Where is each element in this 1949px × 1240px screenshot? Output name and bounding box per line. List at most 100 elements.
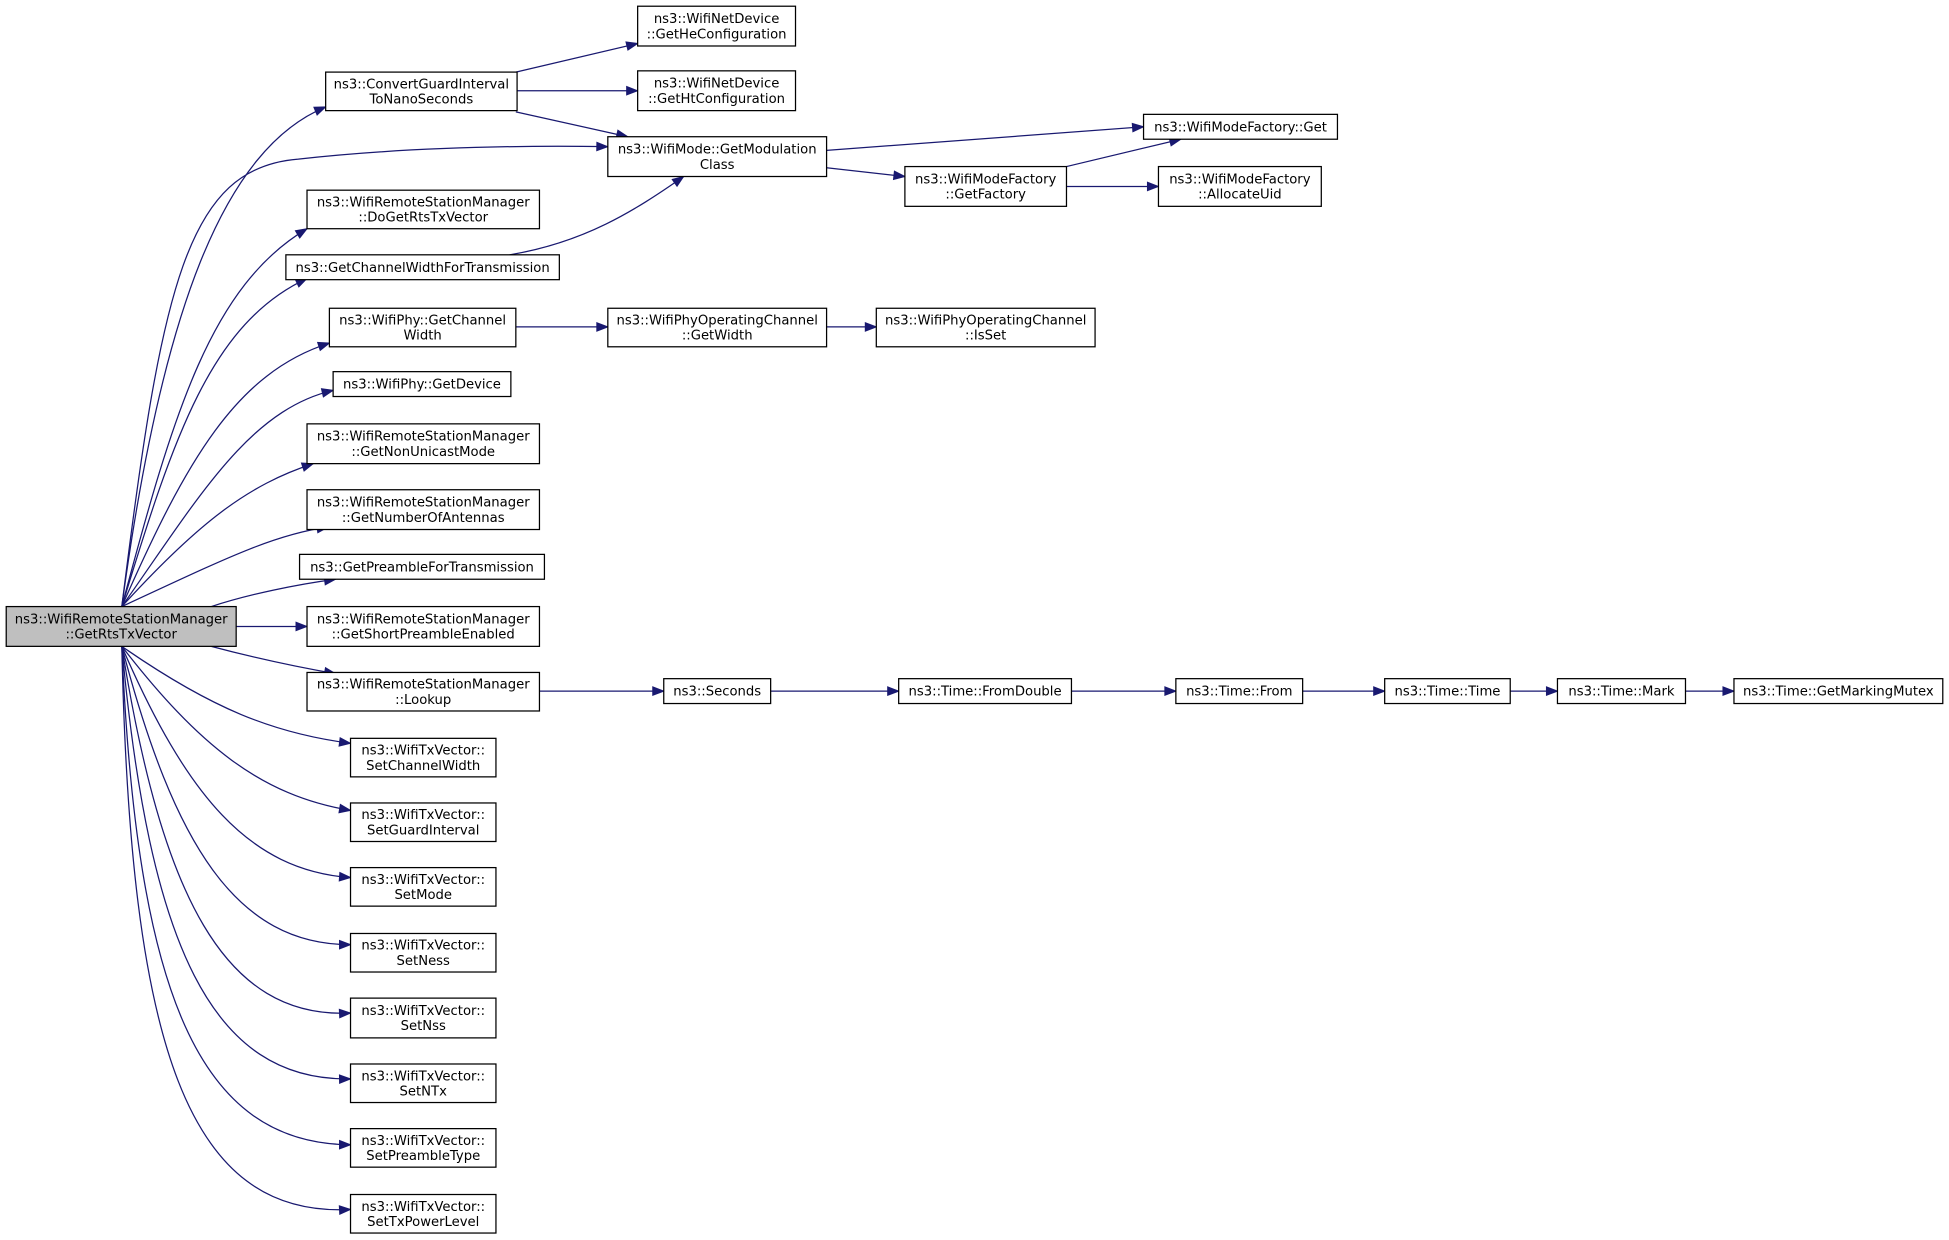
function-node-opchanisset[interactable]: ns3::WifiPhyOperatingChannel::IsSet: [875, 307, 1096, 348]
node-label: ns3::Time::GetMarkingMutex: [1743, 685, 1934, 700]
function-node-getchanwidthtx[interactable]: ns3::GetChannelWidthForTransmission: [285, 254, 560, 281]
arrowhead-icon: [295, 621, 309, 632]
call-edge-timetime-to-timemark: [1510, 686, 1559, 697]
arrowhead-icon: [1164, 686, 1178, 697]
node-label: ns3::Time::Time: [1394, 685, 1500, 700]
node-label: SetNess: [397, 954, 451, 969]
arrowhead-icon: [339, 939, 352, 950]
call-edge-root-to-setness: [121, 646, 352, 950]
call-edge-root-to-setntx: [121, 646, 352, 1085]
node-label: ::Lookup: [395, 693, 451, 708]
edge-line: [515, 42, 638, 73]
function-node-allocuid[interactable]: ns3::WifiModeFactory::AllocateUid: [1157, 165, 1322, 207]
call-edge-convertgi-to-gethtconf: [517, 85, 640, 96]
node-label: ns3::WifiRemoteStationManager: [317, 678, 530, 693]
node-label: ::IsSet: [965, 329, 1006, 344]
node-box: [349, 1193, 497, 1234]
node-label: ns3::WifiTxVector::: [361, 873, 485, 888]
call-edge-getfactory-to-factoryget: [1066, 137, 1183, 168]
function-node-lookup[interactable]: ns3::WifiRemoteStationManager::Lookup: [306, 671, 541, 712]
node-label: ns3::WifiModeFactory: [1169, 172, 1311, 187]
function-node-dogetrts[interactable]: ns3::WifiRemoteStationManager::DoGetRtsT…: [306, 189, 541, 230]
node-label: ns3::WifiPhyOperatingChannel: [885, 314, 1086, 329]
node-label: ns3::WifiTxVector::: [361, 939, 485, 954]
edge-line: [826, 126, 1144, 152]
node-label: SetGuardInterval: [367, 823, 479, 838]
function-node-setness[interactable]: ns3::WifiTxVector::SetNess: [349, 932, 497, 973]
function-node-gethtconf[interactable]: ns3::WifiNetDevice::GetHtConfiguration: [637, 70, 797, 112]
function-node-numantennas[interactable]: ns3::WifiRemoteStationManager::GetNumber…: [306, 489, 541, 531]
function-node-setchanwidth[interactable]: ns3::WifiTxVector::SetChannelWidth: [349, 737, 497, 778]
call-edge-root-to-lookup: [211, 645, 337, 677]
edge-line: [121, 145, 608, 607]
call-edge-seconds-to-fromdouble: [770, 686, 901, 697]
node-box: [1556, 678, 1687, 705]
node-box: [349, 997, 497, 1039]
node-label: ns3::WifiNetDevice: [654, 12, 779, 27]
arrowhead-icon: [294, 227, 309, 239]
call-edge-lookup-to-seconds: [539, 686, 666, 697]
function-node-markmutex[interactable]: ns3::Time::GetMarkingMutex: [1733, 678, 1944, 705]
function-node-nonunicast[interactable]: ns3::WifiRemoteStationManager::GetNonUni…: [306, 423, 541, 465]
call-edge-root-to-setgi: [121, 645, 352, 814]
function-node-shortpreamble[interactable]: ns3::WifiRemoteStationManager::GetShortP…: [306, 605, 541, 647]
edge-line: [1066, 138, 1181, 168]
node-box: [607, 136, 828, 178]
function-node-setnss[interactable]: ns3::WifiTxVector::SetNss: [349, 997, 497, 1039]
node-label: ns3::GetPreambleForTransmission: [310, 560, 534, 575]
node-box: [349, 1063, 497, 1104]
function-node-setpreamble[interactable]: ns3::WifiTxVector::SetPreambleType: [349, 1128, 497, 1168]
function-node-factoryget[interactable]: ns3::WifiModeFactory::Get: [1142, 113, 1339, 140]
function-node-getheconf[interactable]: ns3::WifiNetDevice::GetHeConfiguration: [637, 5, 797, 47]
function-node-timetime[interactable]: ns3::Time::Time: [1384, 678, 1511, 705]
function-node-phydevice[interactable]: ns3::WifiPhy::GetDevice: [332, 371, 512, 398]
function-node-preambletx[interactable]: ns3::GetPreambleForTransmission: [298, 553, 546, 580]
node-box: [1733, 678, 1944, 705]
call-edge-root-to-setpreamble: [121, 646, 352, 1150]
root-function-node: ns3::WifiRemoteStationManager::GetRtsTxV…: [5, 605, 237, 647]
function-node-setntx[interactable]: ns3::WifiTxVector::SetNTx: [349, 1063, 497, 1104]
function-node-phychanwidth[interactable]: ns3::WifiPhy::GetChannelWidth: [328, 307, 517, 348]
function-node-timemark[interactable]: ns3::Time::Mark: [1556, 678, 1687, 705]
node-label: ns3::WifiRemoteStationManager: [317, 612, 530, 627]
function-node-seconds[interactable]: ns3::Seconds: [663, 678, 772, 705]
edge-line: [121, 342, 330, 607]
function-node-opchanwidth[interactable]: ns3::WifiPhyOperatingChannel::GetWidth: [607, 307, 828, 348]
node-label: ns3::Seconds: [673, 685, 761, 700]
call-edge-root-to-settxpower: [121, 646, 352, 1215]
node-label: ns3::Time::FromDouble: [909, 685, 1062, 700]
arrowhead-icon: [1373, 686, 1387, 697]
node-box: [1384, 678, 1511, 705]
call-edge-phychanwidth-to-opchanwidth: [515, 321, 610, 332]
edge-line: [121, 463, 314, 607]
node-box: [332, 371, 512, 398]
function-node-fromdouble[interactable]: ns3::Time::FromDouble: [898, 678, 1073, 705]
arrowhead-icon: [892, 170, 907, 181]
function-node-setgi[interactable]: ns3::WifiTxVector::SetGuardInterval: [349, 802, 497, 843]
node-label: ::GetHtConfiguration: [648, 92, 785, 107]
node-label: SetChannelWidth: [366, 759, 480, 774]
function-node-setmode[interactable]: ns3::WifiTxVector::SetMode: [349, 866, 497, 907]
node-box: [306, 189, 541, 230]
node-label: ns3::WifiPhy::GetChannel: [339, 314, 506, 329]
arrowhead-icon: [338, 1205, 352, 1215]
node-label: ns3::ConvertGuardInterval: [334, 77, 509, 92]
arrowhead-icon: [338, 1139, 352, 1150]
node-label: ns3::WifiTxVector::: [361, 1200, 485, 1215]
edge-line: [211, 645, 336, 675]
edge-line: [121, 645, 351, 812]
edge-line: [121, 277, 308, 607]
node-box: [898, 678, 1073, 705]
node-box: [349, 737, 497, 778]
edge-line: [121, 646, 351, 879]
function-node-getfactory[interactable]: ns3::WifiModeFactory::GetFactory: [904, 165, 1068, 207]
edge-line: [121, 389, 334, 607]
function-node-settxpower[interactable]: ns3::WifiTxVector::SetTxPowerLevel: [349, 1193, 497, 1234]
arrowhead-icon: [596, 321, 610, 332]
node-box: [1175, 678, 1304, 705]
call-edge-getmodclass-to-getfactory: [826, 167, 907, 181]
function-node-timefrom[interactable]: ns3::Time::From: [1175, 678, 1304, 705]
